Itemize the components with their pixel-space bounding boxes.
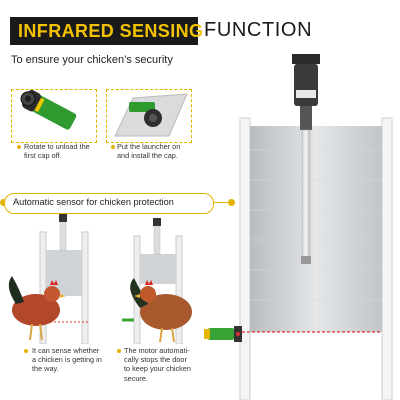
- scene2-caption: The motor automati- cally stops the door…: [124, 346, 220, 383]
- scene2-caption-line4: secure.: [124, 373, 148, 383]
- scene1-caption-line3: the way.: [32, 364, 59, 374]
- step2-caption-line2: and install the cap.: [117, 151, 178, 160]
- step1-image-box: [11, 89, 97, 143]
- scene2-bullet: [117, 349, 121, 353]
- header-highlight-text: INFRARED SENSING: [18, 21, 204, 41]
- header-title-rest: FUNCTION: [204, 19, 313, 41]
- scene-door-stopped: [122, 218, 192, 344]
- scene1-caption: It can sense whether a chicken is gettin…: [32, 346, 112, 374]
- section-divider-dot-right: [228, 199, 235, 206]
- step1-caption: Rotate to unload the first cap off.: [24, 142, 102, 160]
- step2-bullet: [111, 145, 115, 149]
- step2-caption: Put the launcher on and install the cap.: [117, 142, 197, 160]
- scene1-bullet: [24, 349, 28, 353]
- scene-chicken-detected: [8, 214, 89, 344]
- scene1-caption-line2: a chicken is getting in: [32, 355, 102, 365]
- sensor-cap-illustration: [20, 89, 77, 130]
- section-banner: Automatic sensor for chicken protection: [4, 193, 214, 214]
- scene2-caption-line3: to keep your chicken: [124, 364, 191, 374]
- step1-caption-line2: first cap off.: [24, 151, 62, 160]
- scene2-caption-line2: cally stops the door: [124, 355, 187, 365]
- header-highlight-box: INFRARED SENSING: [10, 17, 203, 45]
- step2-image-box: [106, 89, 192, 143]
- step1-bullet: [17, 145, 21, 149]
- sensor-unit: [204, 326, 242, 342]
- section-banner-label: Automatic sensor for chicken protection: [13, 197, 174, 207]
- scene2-caption-line1: The motor automati-: [124, 346, 190, 355]
- coop-door-illustration: [232, 54, 393, 400]
- header-subtitle: To ensure your chicken’s security: [11, 54, 173, 66]
- step1-caption-line1: Rotate to unload the: [24, 142, 90, 151]
- launcher-install-illustration: [114, 93, 188, 137]
- scene1-caption-line1: It can sense whether: [32, 346, 100, 355]
- step2-caption-line1: Put the launcher on: [117, 142, 181, 151]
- section-divider-dot-left: [0, 199, 7, 206]
